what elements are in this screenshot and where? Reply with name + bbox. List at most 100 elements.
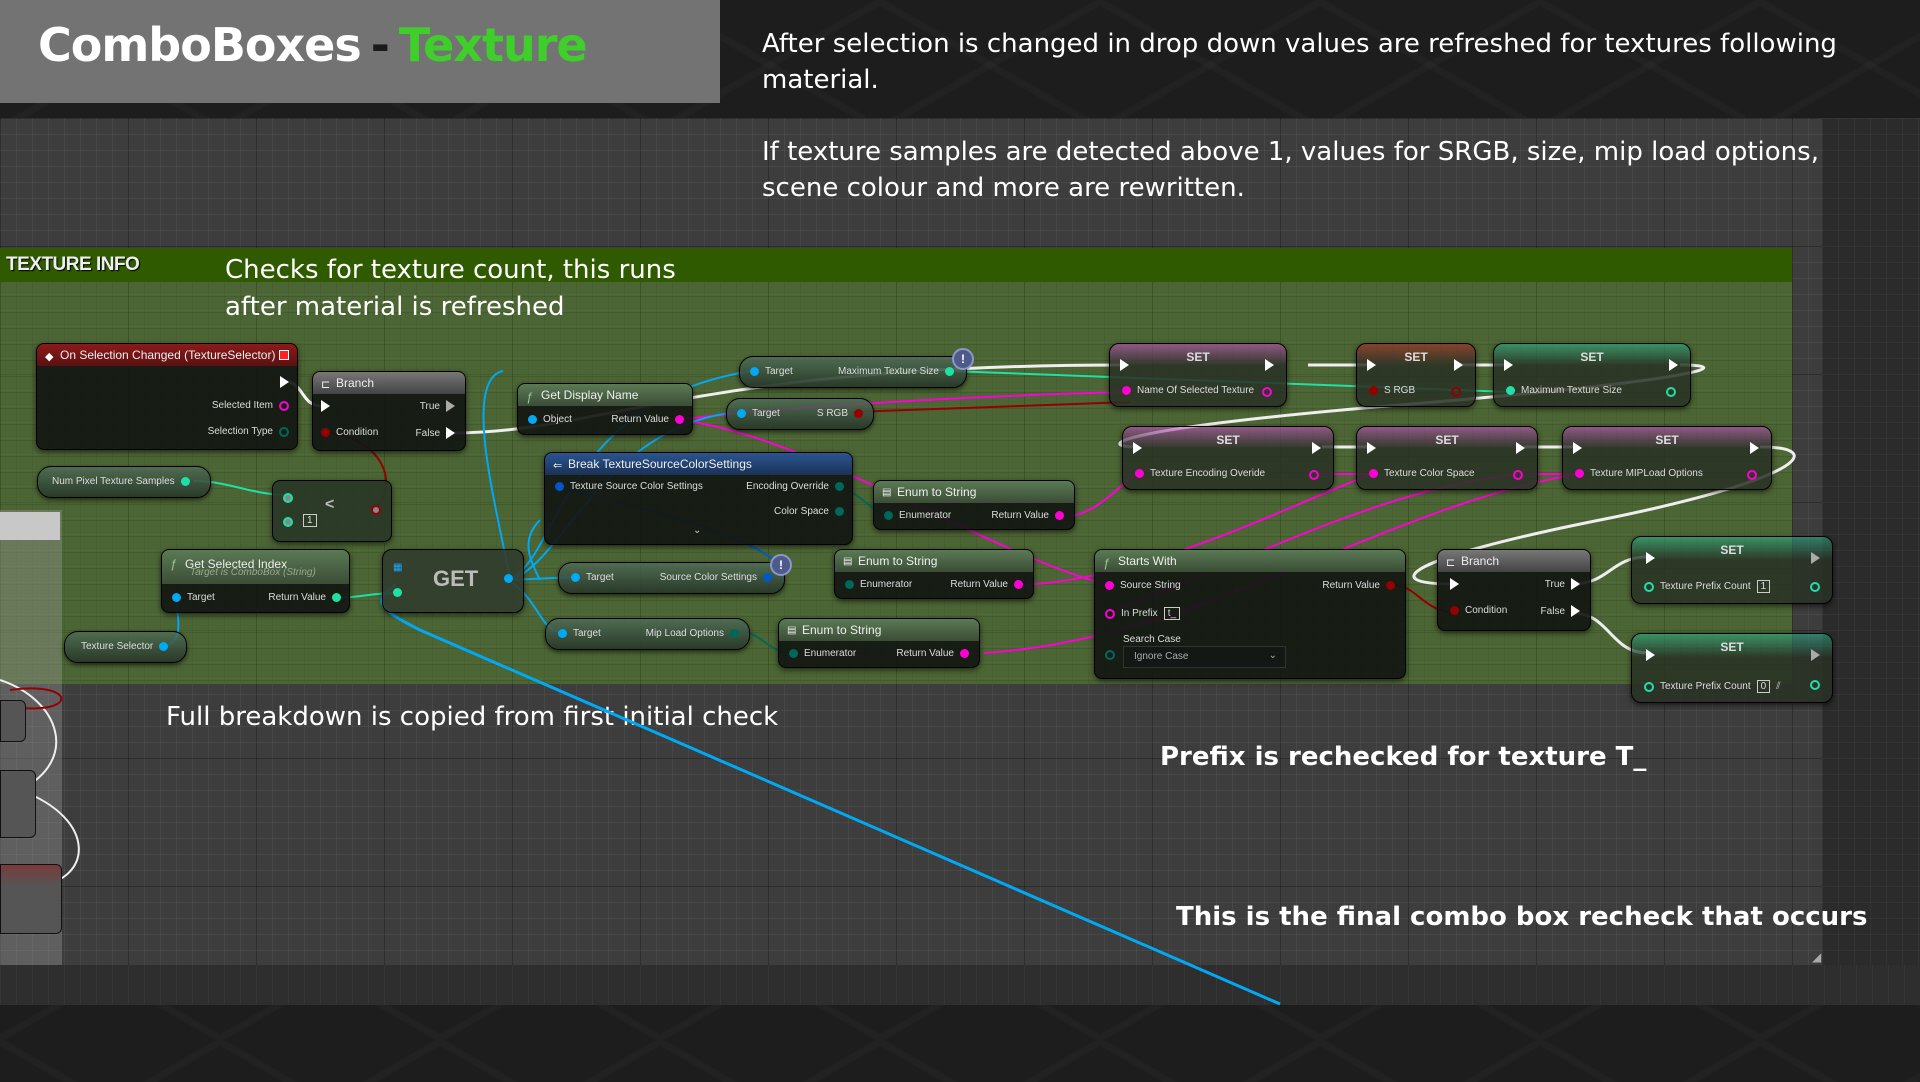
exec-out-pin[interactable] [1669,359,1678,371]
partial-node-offscreen-2[interactable] [0,770,36,838]
pin-enumerator[interactable]: Enumerator [789,648,856,659]
pin-selected-item[interactable]: Selected Item [212,400,289,411]
set-node-texture-encoding-override[interactable]: SET Texture Encoding Overide [1122,426,1334,490]
pin-value[interactable]: Maximum Texture Size [838,366,954,377]
exec-in-pin[interactable] [1573,442,1582,454]
pin-value[interactable]: Texture Color Space [1369,468,1475,479]
array-get-node[interactable]: ▦ GET [382,549,524,613]
enum-pin-icon[interactable] [1105,650,1115,660]
exec-in-pin[interactable] [1646,552,1655,564]
pin-false[interactable]: False [416,427,455,439]
bool-pin-icon[interactable] [371,505,381,515]
pin-condition[interactable]: Condition [1450,605,1507,616]
exec-out-pin[interactable] [1312,442,1321,454]
bool-out-pin-icon[interactable] [1451,387,1461,397]
expand-chevron-icon[interactable]: ⌄ [693,525,702,536]
exec-in-pin[interactable] [1646,649,1655,661]
int-pin-icon[interactable] [283,493,293,503]
pin-encoding-override[interactable]: Encoding Override [746,481,844,492]
var-pin[interactable]: Texture Selector [81,641,169,652]
pin-target[interactable]: Target [172,592,215,603]
exec-in-pin[interactable] [1367,359,1376,371]
enum-to-string-node-3[interactable]: ▤ Enum to String Enumerator Return Value [778,618,980,668]
search-case-dropdown[interactable]: Ignore Case ⌄ [1123,646,1286,668]
pin-value[interactable]: Texture Encoding Overide [1135,468,1265,479]
pin-target[interactable]: Target [737,408,780,419]
exec-out-pin[interactable] [1750,442,1759,454]
pin-return[interactable]: Return Value [1322,580,1395,591]
pin-selection-type[interactable]: Selection Type [208,426,289,437]
int-pin-icon[interactable] [393,588,402,597]
pin-value[interactable]: Texture MIPLoad Options [1575,468,1703,479]
pin-value[interactable]: Mip Load Options [646,628,739,639]
pin-color-space[interactable]: Color Space [774,506,844,517]
variable-num-pixel-texture-samples[interactable]: Num Pixel Texture Samples [37,466,211,498]
string-out-pin-icon[interactable] [1747,470,1757,480]
set-node-maximum-texture-size[interactable]: SET Maximum Texture Size [1493,343,1691,407]
pin-target[interactable]: Target [558,628,601,639]
exec-in-pin[interactable] [1450,578,1459,590]
pin-struct-in[interactable]: Texture Source Color Settings [555,481,703,492]
exec-out-pin[interactable] [1265,359,1274,371]
int-out-pin-icon[interactable] [1810,680,1820,690]
pin-value[interactable]: S RGB [817,408,863,419]
pin-false[interactable]: False [1541,605,1580,617]
partial-node-offscreen-1[interactable] [0,700,26,742]
pin-return[interactable]: Return Value [611,414,684,425]
set-node-srgb[interactable]: SET S RGB [1356,343,1476,407]
exec-in-pin[interactable] [321,400,330,412]
pin-target[interactable]: Target [750,366,793,377]
prefix-count-input[interactable]: 1 [1756,580,1771,593]
less-than-node[interactable]: 1 < [272,480,392,542]
string-out-pin-icon[interactable] [1309,470,1319,480]
pin-condition[interactable]: Condition [321,427,378,438]
exec-out-pin[interactable] [1811,552,1820,564]
int-out-pin-icon[interactable] [1666,387,1676,397]
branch-node-2[interactable]: ⊏ Branch True Condition False [1437,549,1591,631]
pin-value[interactable]: Source Color Settings [660,572,772,583]
exec-out-pin[interactable] [1516,442,1525,454]
starts-with-node[interactable]: ƒ Starts With Source String Return Value… [1094,549,1406,679]
partial-node-offscreen-3[interactable] [0,864,62,934]
branch-node-1[interactable]: ⊏ Branch True Condition False [312,371,466,451]
exec-in-pin[interactable] [1120,359,1129,371]
pin-return[interactable]: Return Value [991,510,1064,521]
pin-enumerator[interactable]: Enumerator [845,579,912,590]
get-display-name-node[interactable]: ƒ Get Display Name Object Return Value [517,383,693,435]
variable-texture-selector[interactable]: Texture Selector [64,631,187,663]
string-out-pin-icon[interactable] [1513,470,1523,480]
exec-in-pin[interactable] [1133,442,1142,454]
string-out-pin-icon[interactable] [1262,387,1272,397]
pin-target[interactable]: Target [571,572,614,583]
var-pin[interactable]: Num Pixel Texture Samples [52,476,190,487]
pin-value[interactable]: Name Of Selected Texture [1122,385,1254,396]
delegate-pin-icon[interactable] [279,350,289,360]
getter-maximum-texture-size[interactable]: Target Maximum Texture Size [739,356,967,388]
pin-value[interactable]: Maximum Texture Size [1506,385,1622,396]
prefix-input[interactable]: t_ [1163,607,1181,620]
set-node-name-of-selected-texture[interactable]: SET Name Of Selected Texture [1109,343,1287,407]
event-node-on-selection-changed[interactable]: ◆ On Selection Changed (TextureSelector)… [36,343,298,450]
pin-true[interactable]: True [1545,578,1580,590]
int-out-pin-icon[interactable] [1810,582,1820,592]
exec-out-pin[interactable] [1811,649,1820,661]
pin-true[interactable]: True [420,400,455,412]
int-pin-icon[interactable] [283,517,293,527]
getter-mip-load-options[interactable]: Target Mip Load Options [545,618,750,650]
exec-out-pin[interactable] [280,376,289,388]
comment-resize-handle-icon[interactable]: ◢ [1812,950,1822,964]
pin-return[interactable]: Return Value [950,579,1023,590]
warning-gear-icon[interactable]: ! [770,554,792,576]
pin-return[interactable]: Return Value [268,592,341,603]
pin-source-string[interactable]: Source String [1105,580,1181,591]
pin-return[interactable]: Return Value [896,648,969,659]
enum-to-string-node-1[interactable]: ▤ Enum to String Enumerator Return Value [873,480,1075,530]
pin-object[interactable]: Object [528,414,572,425]
set-node-texture-mipload-options[interactable]: SET Texture MIPLoad Options [1562,426,1772,490]
exec-in-pin[interactable] [1367,442,1376,454]
object-pin-icon[interactable] [504,574,513,583]
